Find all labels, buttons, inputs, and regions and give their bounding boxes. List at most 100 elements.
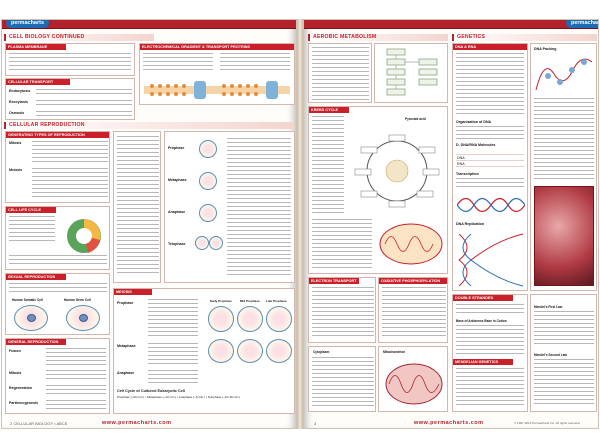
transcription-helix-diagram <box>457 197 525 213</box>
text-lines <box>534 98 594 182</box>
molecule-table-row <box>456 155 524 161</box>
section-cellular-reproduction: CELLULAR REPRODUCTION <box>4 122 294 129</box>
right-footer-text: © 1997-2014 Permacharts Inc. All rights … <box>514 421 580 425</box>
permacharts-logo: permacharts <box>6 20 50 28</box>
text-lines <box>148 299 198 339</box>
double-stranded-heading: DOUBLE STRANDED <box>453 295 513 301</box>
nucleus <box>79 314 88 322</box>
text-lines <box>36 100 132 108</box>
cell-cycle-caption: Cell Cycle of Cultured Eukaryotic Cell <box>117 389 185 393</box>
fusion-label: Fusion <box>9 349 21 353</box>
text-lines <box>456 368 524 408</box>
telophase-cell <box>266 339 292 363</box>
text-lines <box>36 111 132 116</box>
metabolism-table-box: Cytoplasm <box>308 346 376 412</box>
book-gutter <box>297 19 303 429</box>
dna-replication-diagram <box>458 233 524 287</box>
mitochondrion-illustration <box>385 363 443 405</box>
anaphase-cell <box>237 339 263 363</box>
right-page: permacharts AEROBIC METABOLISM GENETICS … <box>303 19 599 429</box>
late-prophase-label: Late Prophase <box>266 299 287 303</box>
generating-types-heading: GENERATING TYPES OF REPRODUCTION <box>6 132 109 138</box>
text-lines <box>46 348 106 368</box>
text-lines <box>148 370 198 384</box>
human-somatic-cell-label: Human Somatic Cell <box>12 298 43 302</box>
text-lines <box>46 370 106 382</box>
chromosome-photo <box>534 186 594 286</box>
text-lines <box>312 287 374 339</box>
sexual-reproduction-heading: SEXUAL REPRODUCTION <box>6 274 66 280</box>
oxidative-phos-heading: OXIDATIVE PHOSPHORYLATION <box>379 278 447 284</box>
text-lines <box>9 216 55 244</box>
germ-cell-diagram <box>66 305 100 331</box>
cellular-transport-box: CELLULAR TRANSPORT Endocytosis Exocytosi… <box>5 78 135 120</box>
base-pairing-label: Base of Antisense Base in Codon <box>456 319 507 323</box>
right-url[interactable]: www.permacharts.com <box>414 420 484 426</box>
mid-prophase-label: Mid Prophase <box>240 299 260 303</box>
transcription-label: Transcription <box>456 172 479 176</box>
plasma-membrane-box: PLASMA MEMBRANE <box>5 43 135 76</box>
section-cell-biology-continued: CELL BIOLOGY CONTINUED <box>4 34 154 41</box>
cell-life-cycle-heading: CELL LIFE CYCLE <box>6 207 56 213</box>
molecule-table-row <box>456 161 524 167</box>
text-lines <box>9 255 107 267</box>
generating-types-box: GENERATING TYPES OF REPRODUCTION Mitosis… <box>5 131 110 203</box>
anaphase-row-label: Anaphase <box>168 210 186 214</box>
dna-rna-box: DNA & RNA Organization of DNA D. DNA/RNA… <box>452 43 528 291</box>
glycolysis-pathway-diagram <box>386 48 438 96</box>
cell-cycle-wheel <box>67 219 101 253</box>
text-lines <box>36 89 132 97</box>
dna-rna-molecules-label: D. DNA/RNA Molecules <box>456 143 496 147</box>
mitochondrion-label: Mitochondrion <box>383 350 406 354</box>
text-lines <box>456 53 524 117</box>
left-footer: 2 CELLULAR BIOLOGY • ABCE <box>10 421 67 426</box>
electron-transport-heading: ELECTRON TRANSPORT <box>309 278 359 284</box>
phase-cell <box>199 172 217 190</box>
telophase-row-label: Telophase <box>168 242 186 246</box>
prophase-row-label: Prophase <box>168 146 185 150</box>
text-lines <box>456 325 524 355</box>
mitochondrion-illustration-box: Mitochondrion <box>378 346 448 412</box>
somatic-cell-diagram <box>14 305 48 331</box>
general-reproduction-box: GENERAL REPRODUCTION Fusion Mitosis Rege… <box>5 338 110 414</box>
text-lines <box>312 47 369 100</box>
osmosis-label: Osmosis <box>9 111 25 115</box>
dna-replication-label: DNA Replication <box>456 222 485 226</box>
left-url[interactable]: www.permacharts.com <box>102 420 172 426</box>
text-lines <box>312 116 344 216</box>
electrochemical-heading: ELECTROCHEMICAL GRADIENT & TRANSPORT PRO… <box>140 44 294 50</box>
right-header-bar <box>304 20 598 29</box>
oxidative-phos-box: OXIDATIVE PHOSPHORYLATION <box>378 277 448 343</box>
meiosis-metaphase-label: Metaphase <box>117 344 136 348</box>
permacharts-logo-right: permacharts <box>566 20 598 28</box>
text-lines <box>456 178 524 188</box>
section-genetics: GENETICS <box>452 34 597 41</box>
text-lines <box>117 136 159 276</box>
early-prophase-label: Early Prophase <box>210 299 232 303</box>
mendelian-heading: MENDELIAN GENETICS <box>453 359 513 365</box>
dna-packing-box: DNA Packing <box>530 43 597 291</box>
krebs-cycle-heading: KREBS CYCLE <box>309 107 349 113</box>
krebs-cycle-diagram <box>354 134 440 208</box>
electrochemical-gradient-box: ELECTROCHEMICAL GRADIENT & TRANSPORT PRO… <box>139 43 295 105</box>
mid-prophase-cell <box>237 306 263 332</box>
text-lines <box>9 53 131 73</box>
endocytosis-label: Endocytosis <box>9 89 31 93</box>
text-lines <box>227 138 291 276</box>
mendel-laws-box: Mendel's First Law Mendel's Second Law <box>530 294 597 412</box>
mitosis-2-label: Mitosis <box>9 371 22 375</box>
phase-cell <box>209 236 223 250</box>
krebs-cycle-box: KREBS CYCLE Pyruvate acid <box>308 106 448 274</box>
dna-row-label: DNA <box>457 156 465 160</box>
right-page-number: 3 <box>314 421 317 426</box>
text-lines <box>456 304 524 316</box>
left-page: permacharts CELL BIOLOGY CONTINUED PLASM… <box>1 19 297 429</box>
text-lines <box>534 311 594 347</box>
mitosis-label: Mitosis <box>9 141 22 145</box>
molecule-table-row <box>456 149 524 155</box>
dna-packing-label: DNA Packing <box>534 47 557 51</box>
human-germ-cell-label: Human Germ Cell <box>64 298 91 302</box>
text-lines <box>9 283 107 295</box>
cytoplasm-label: Cytoplasm <box>313 350 330 354</box>
mendels-second-law-label: Mendel's Second Law <box>534 353 567 357</box>
